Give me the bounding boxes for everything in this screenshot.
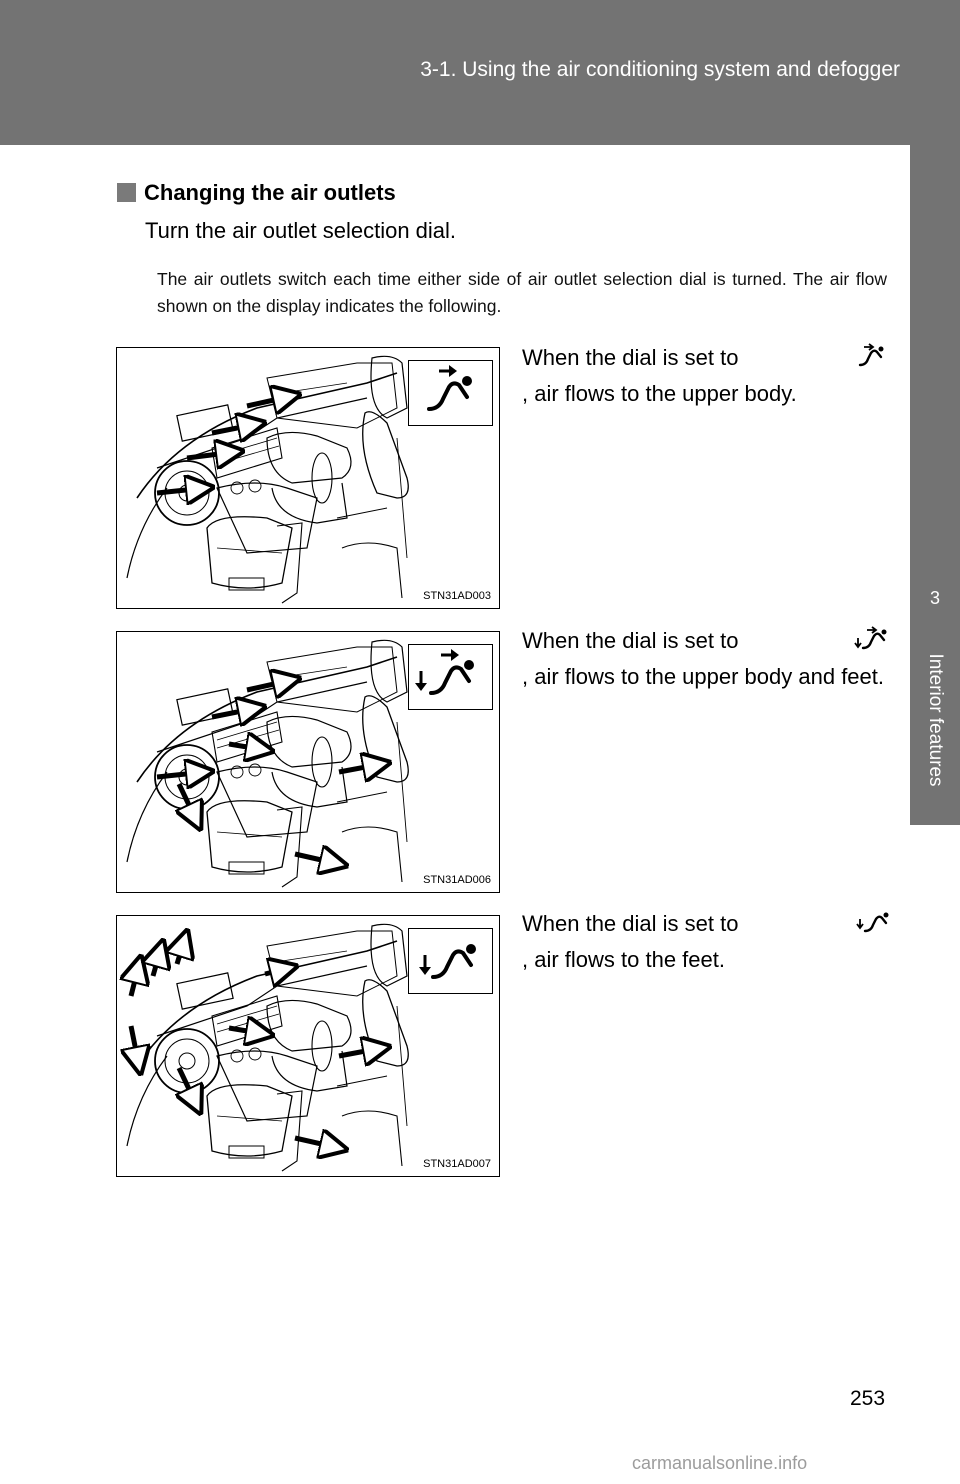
figure-code: STN31AD007 (423, 1158, 491, 1170)
section-heading: Changing the air outlets (117, 180, 396, 206)
chapter-label: Interior features (925, 653, 946, 787)
mode-description-bi-level: When the dial is set to , air flows to t… (522, 623, 892, 695)
watermark: carmanualsonline.info (632, 1453, 808, 1473)
header-title: 3-1. Using the air conditioning system a… (420, 58, 900, 81)
figure-upper-body: STN31AD003 (116, 347, 500, 609)
face-vent-icon (854, 340, 892, 376)
display-icon-box (408, 644, 493, 710)
chapter-number: 3 (929, 588, 940, 608)
display-icon-box (408, 928, 493, 994)
bi-level-vent-icon (854, 623, 892, 659)
mode-description-feet: When the dial is set to , air flows to t… (522, 906, 892, 978)
page-number: 253 (850, 1387, 886, 1410)
figure-feet: STN31AD007 (116, 915, 500, 1177)
mode-description-upper-body: When the dial is set to , air flows to t… (522, 340, 892, 412)
foot-vent-icon (854, 906, 892, 942)
figure-code: STN31AD006 (423, 874, 491, 886)
figure-bi-level: STN31AD006 (116, 631, 500, 893)
instruction-text: Turn the air outlet selection dial. (145, 218, 457, 243)
display-icon-box (408, 360, 493, 426)
page-header: 3-1. Using the air conditioning system a… (0, 0, 960, 145)
figure-code: STN31AD003 (423, 590, 491, 602)
heading-bullet-icon (117, 183, 136, 202)
note-text: The air outlets switch each time either … (157, 269, 887, 316)
chapter-tab (910, 145, 960, 825)
